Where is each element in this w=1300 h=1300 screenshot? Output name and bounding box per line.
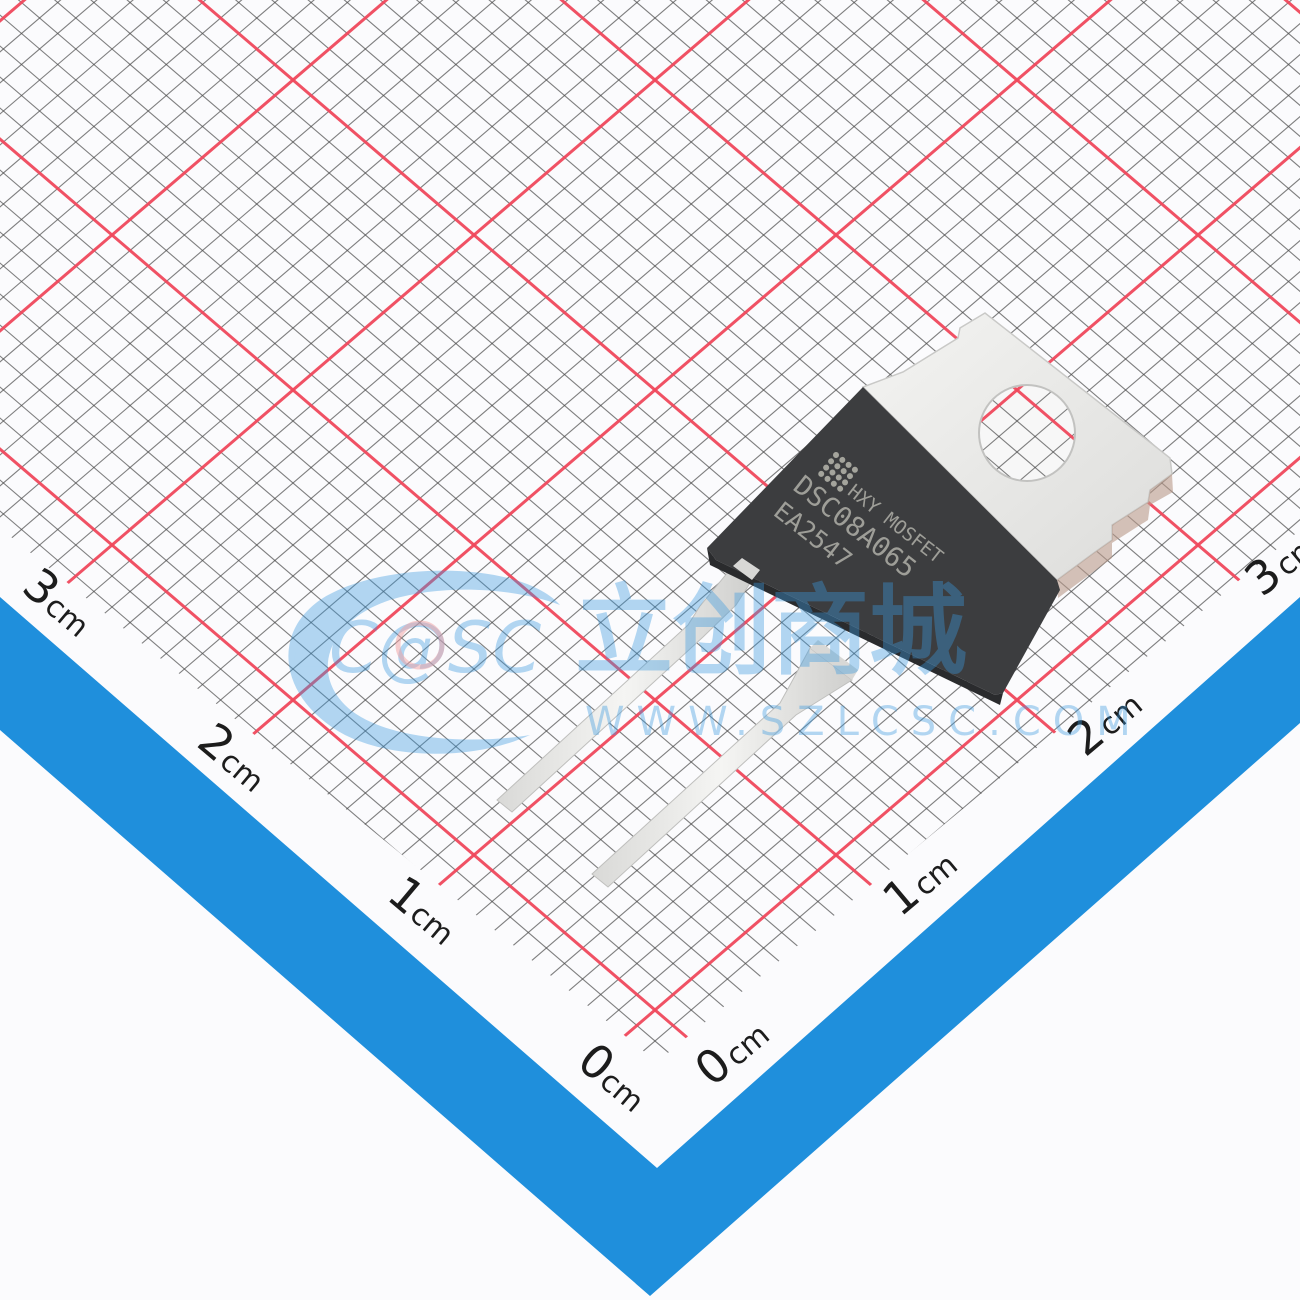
watermark-url: WWW.SZLCSC.COM — [585, 699, 1143, 745]
metal-tab-edge — [1057, 474, 1173, 598]
watermark: LC@SC 立创商城 WWW.SZLCSC.COM — [288, 570, 1143, 754]
lead-2 — [591, 647, 853, 888]
lead-1-stub — [733, 558, 760, 580]
lead-2-stub — [810, 640, 858, 680]
brand-logo-icon — [818, 452, 858, 492]
watermark-at-icon — [395, 620, 445, 670]
package-body-edge — [707, 548, 1003, 705]
lead-1 — [496, 565, 753, 813]
watermark-swoosh-icon — [288, 570, 560, 754]
ruler-band — [0, 597, 1300, 1296]
watermark-chinese: 立创商城 — [575, 575, 967, 689]
package-body — [707, 387, 1060, 695]
hole-rim — [978, 384, 1076, 482]
watermark-logo-text: LC@SC — [290, 607, 541, 689]
